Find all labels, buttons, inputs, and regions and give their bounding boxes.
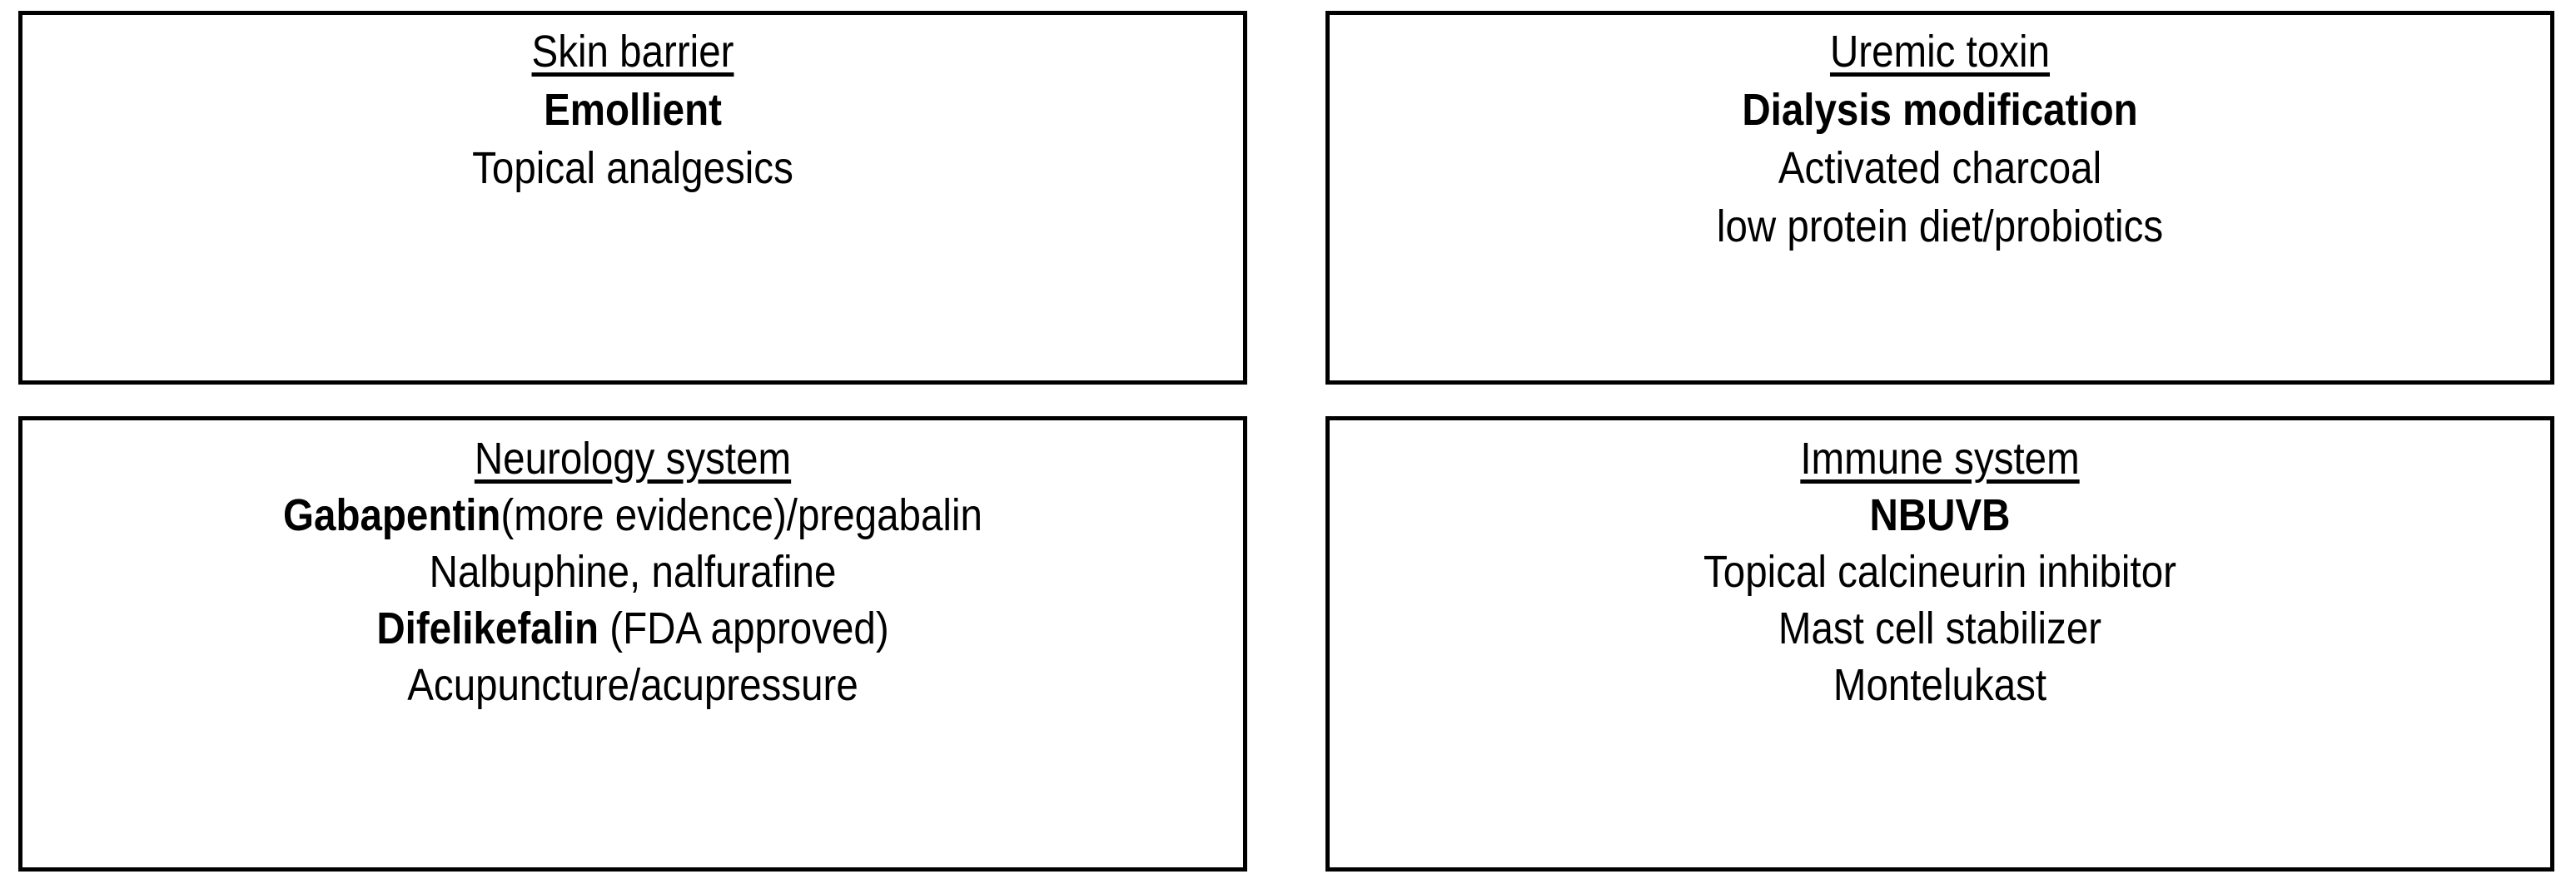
panel-uremic-toxin: Uremic toxin Dialysis modification Activ… [1325,11,2554,385]
panel-content: Uremic toxin Dialysis modification Activ… [1403,15,2477,259]
panel-line-difelikefalin: Difelikefalin (FDA approved) [96,603,1170,656]
panel-line-nbuvb: NBUVB [1869,490,2011,541]
panel-content: Immune system NBUVB Topical calcineurin … [1403,420,2477,715]
panel-title-neurology-system: Neurology system [474,434,792,484]
panel-title-immune-system: Immune system [1800,434,2080,484]
gabapentin-bold-segment: Gabapentin [283,490,501,541]
panel-title-skin-barrier: Skin barrier [531,27,734,77]
panel-line-activated-charcoal: Activated charcoal [1778,143,2102,194]
difelikefalin-bold-segment: Difelikefalin [376,603,599,653]
panel-title-uremic-toxin: Uremic toxin [1829,27,2051,77]
panel-line-dialysis-modification: Dialysis modification [1742,85,2138,136]
panel-content: Skin barrier Emollient Topical analgesic… [96,15,1170,201]
panel-line-topical-analgesics: Topical analgesics [472,143,793,194]
panel-neurology-system: Neurology system Gabapentin(more evidenc… [18,416,1247,872]
difelikefalin-regular-segment: (FDA approved) [599,603,889,653]
panel-line-low-protein-diet-probiotics: low protein diet/probiotics [1716,201,2164,251]
panel-immune-system: Immune system NBUVB Topical calcineurin … [1325,416,2554,872]
panel-line-mast-cell-stabilizer: Mast cell stabilizer [1778,603,2102,653]
panel-line-gabapentin-pregabalin: Gabapentin(more evidence)/pregabalin [96,489,1170,543]
panel-line-nalbuphine-nalfurafine: Nalbuphine, nalfurafine [429,547,837,598]
panel-line-emollient: Emollient [544,85,722,136]
panel-content: Neurology system Gabapentin(more evidenc… [96,420,1170,715]
panel-line-topical-calcineurin-inhibitor: Topical calcineurin inhibitor [1703,547,2176,598]
gabapentin-regular-segment: (more evidence)/pregabalin [500,490,982,541]
panel-line-montelukast: Montelukast [1833,659,2047,710]
panel-skin-barrier: Skin barrier Emollient Topical analgesic… [18,11,1247,385]
panel-line-acupuncture-acupressure: Acupuncture/acupressure [407,659,858,710]
